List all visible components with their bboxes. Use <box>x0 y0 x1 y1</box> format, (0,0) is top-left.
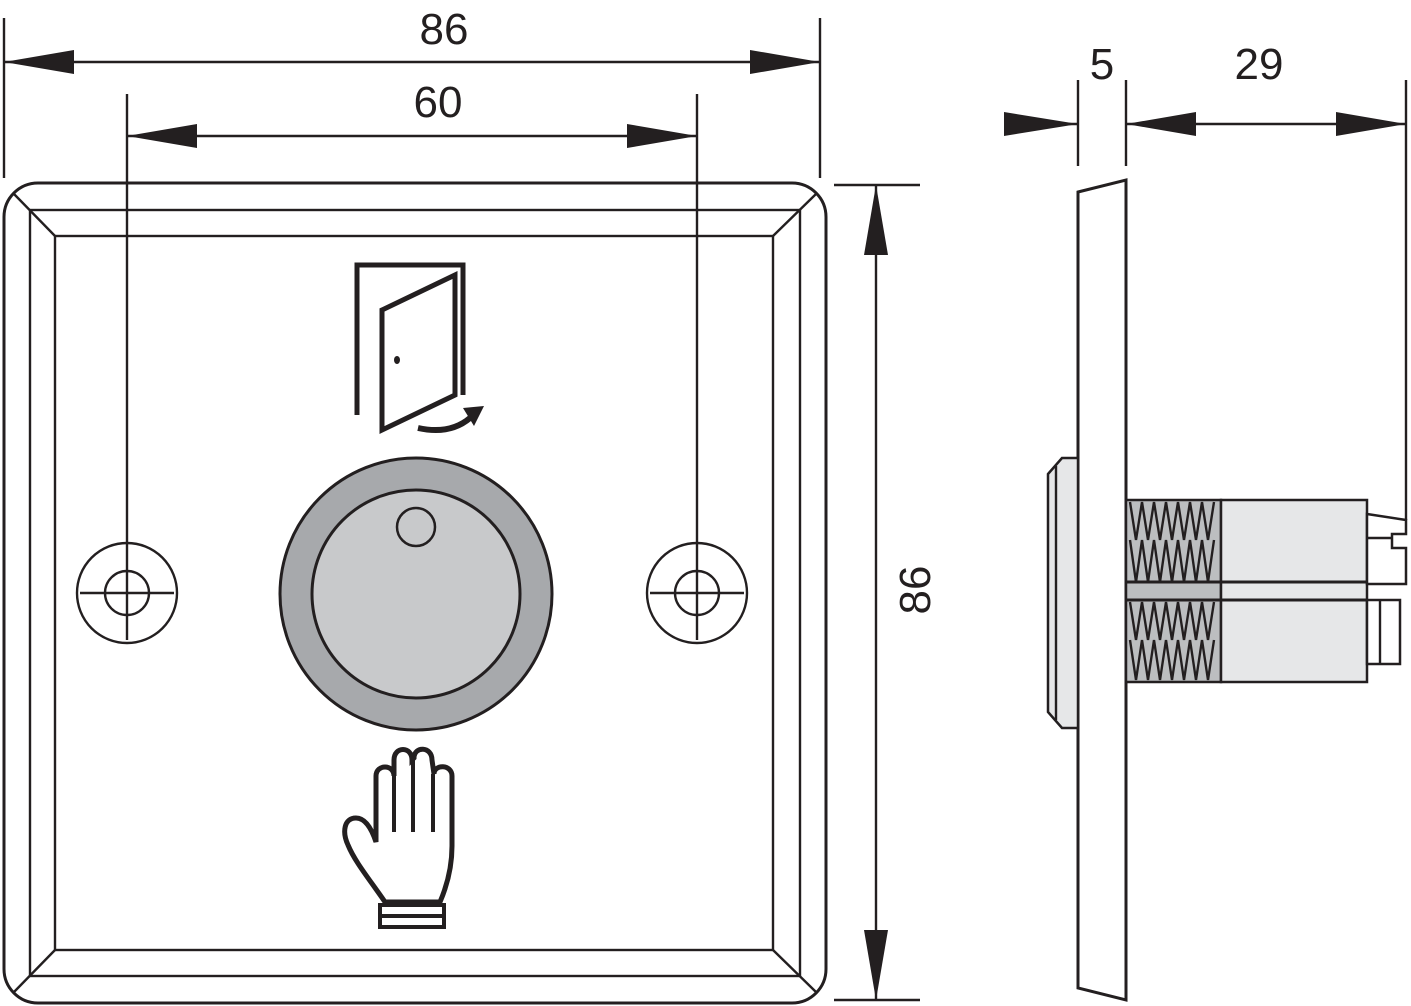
button-cap <box>310 488 522 700</box>
dim-label-plate-thickness: 5 <box>1090 40 1114 89</box>
dim-label-hole-spacing: 60 <box>414 78 463 127</box>
dim-label-body-depth: 29 <box>1235 40 1284 89</box>
hand-icon <box>342 746 455 929</box>
dim-label-front-height: 86 <box>891 566 940 615</box>
side-plate <box>1076 178 1128 1002</box>
dimension-body-depth: 29 <box>1126 40 1408 520</box>
mounting-hole-right <box>645 541 749 645</box>
dimension-plate-thickness: 5 <box>1004 40 1128 166</box>
push-button <box>278 456 554 732</box>
dimension-hole-spacing: 60 <box>125 78 699 640</box>
side-view: 5 29 <box>1004 40 1408 1002</box>
dim-label-front-width: 86 <box>420 5 469 54</box>
side-terminals <box>1365 512 1408 666</box>
side-button-cap <box>1046 456 1080 730</box>
side-switch-body <box>1126 498 1369 684</box>
side-threaded-body <box>1124 498 1223 684</box>
button-led <box>395 506 437 548</box>
dimension-front-width: 86 <box>2 5 822 178</box>
exit-door-icon <box>354 262 484 434</box>
front-view: 86 60 86 <box>2 5 940 1005</box>
dimension-front-height: 86 <box>834 183 940 1002</box>
faceplate <box>2 181 828 1005</box>
mounting-hole-left <box>75 541 179 645</box>
